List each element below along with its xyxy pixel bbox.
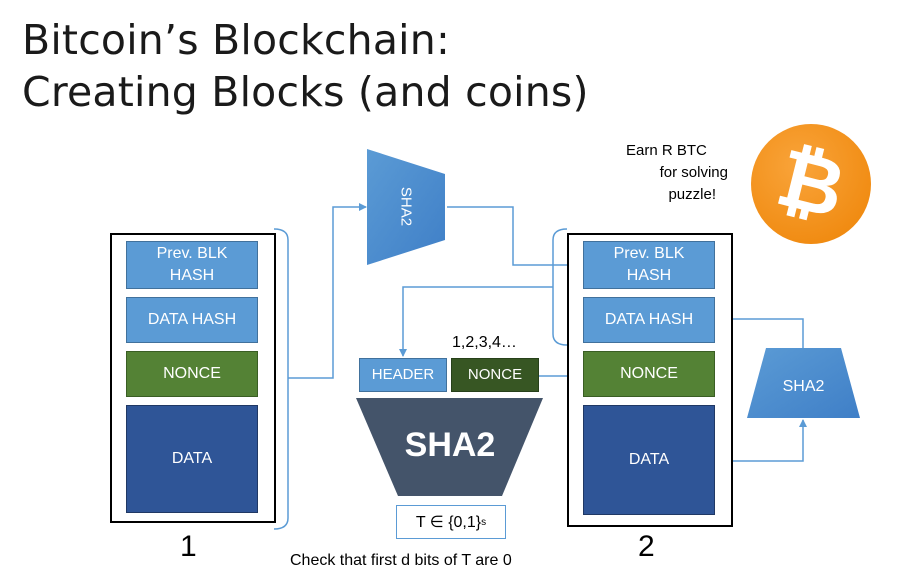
sha-right-label: SHA2 — [782, 378, 825, 395]
block2-brace — [552, 228, 568, 346]
reward-line-1: Earn R BTC — [626, 142, 707, 159]
reward-line-3: puzzle! — [668, 186, 716, 203]
arrow-sha-right-to-data-hash — [714, 315, 804, 348]
block2-data: DATA — [583, 405, 715, 515]
target-label: T ∈ {0,1} — [415, 514, 482, 531]
title-line-1: Bitcoin’s Blockchain: — [22, 16, 450, 64]
block1-brace — [273, 228, 289, 530]
bitcoin-coin — [751, 124, 871, 244]
check-caption: Check that first d bits of T are 0 — [290, 552, 512, 569]
sha-center-label: SHA2 — [404, 426, 496, 464]
sha-top-shape — [367, 149, 445, 265]
block1-nonce: NONCE — [126, 351, 258, 397]
block2-nonce: NONCE — [583, 351, 715, 397]
nonce-sequence: 1,2,3,4… — [452, 334, 517, 351]
sha-center-funnel — [356, 398, 543, 496]
block1-prev-hash: Prev. BLK HASH — [126, 241, 258, 289]
arrow-header-feedback — [399, 286, 553, 357]
block2-data-hash: DATA HASH — [583, 297, 715, 343]
reward-text: Earn R BTC for solving puzzle! — [602, 140, 732, 206]
nonce-candidate-box: NONCE — [451, 358, 539, 392]
target-exponent: s — [481, 516, 487, 528]
block2-number: 2 — [638, 530, 655, 563]
block-2: Prev. BLK HASH DATA HASH NONCE DATA — [567, 233, 733, 527]
block1-number: 1 — [180, 530, 197, 563]
target-box: T ∈ {0,1}s — [396, 505, 506, 539]
reward-line-2: for solving — [659, 164, 728, 181]
sha-right-shape — [747, 348, 860, 418]
arrow-data-to-sha-right — [714, 419, 807, 462]
block-1: Prev. BLK HASH DATA HASH NONCE DATA — [110, 233, 276, 523]
arrow-sha-top-to-prev-hash — [447, 206, 581, 269]
header-box: HEADER — [359, 358, 447, 392]
arrow-block1-to-sha-top — [288, 203, 367, 379]
title-line-2: Creating Blocks (and coins) — [22, 68, 589, 116]
slide-title: Bitcoin’s Blockchain: Creating Blocks (a… — [22, 14, 589, 118]
block2-prev-hash: Prev. BLK HASH — [583, 241, 715, 289]
block1-data-hash: DATA HASH — [126, 297, 258, 343]
sha-top-label: SHA2 — [397, 186, 415, 227]
block1-data: DATA — [126, 405, 258, 513]
